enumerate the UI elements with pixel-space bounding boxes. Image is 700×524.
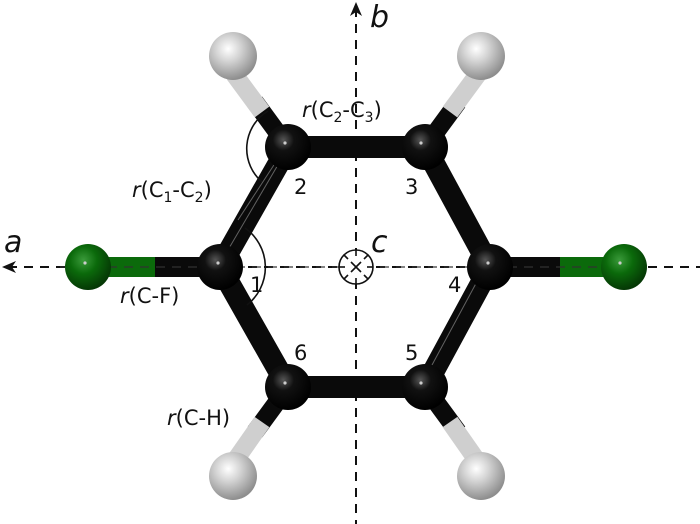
atom-h5	[457, 452, 505, 500]
atom-number-1: 1	[250, 273, 263, 297]
atom-number-5: 5	[405, 341, 418, 365]
atom-number-4: 4	[448, 273, 461, 297]
atom-h2	[209, 32, 257, 80]
axis-label-a: a	[4, 225, 22, 260]
angle-arc-c2	[245, 110, 269, 183]
atom-c6	[265, 364, 311, 410]
atom-c1	[197, 244, 243, 290]
axis-c-symbol	[338, 249, 374, 285]
arrow-left-icon	[2, 261, 16, 273]
label-r-c-h: r(C-H)	[167, 406, 230, 430]
atom-f1	[65, 244, 111, 290]
angle-arc-c1	[244, 227, 267, 306]
atom-h3	[457, 32, 505, 80]
atom-number-2: 2	[294, 175, 307, 199]
axis-label-c: c	[371, 225, 388, 260]
atom-number-3: 3	[405, 175, 418, 199]
atom-number-6: 6	[294, 341, 307, 365]
atom-f4	[601, 244, 647, 290]
label-r-c-f: r(C-F)	[120, 284, 179, 308]
atom-c3	[402, 124, 448, 170]
label-r-c2-c3: r(C2-C3)	[302, 98, 382, 126]
arrow-up-icon	[350, 2, 362, 16]
label-r-c1-c2: r(C1-C2)	[132, 178, 212, 206]
atom-c4	[467, 244, 513, 290]
atom-h6	[209, 452, 257, 500]
atom-c2	[265, 124, 311, 170]
axis-label-b: b	[370, 0, 389, 35]
atom-c5	[402, 364, 448, 410]
